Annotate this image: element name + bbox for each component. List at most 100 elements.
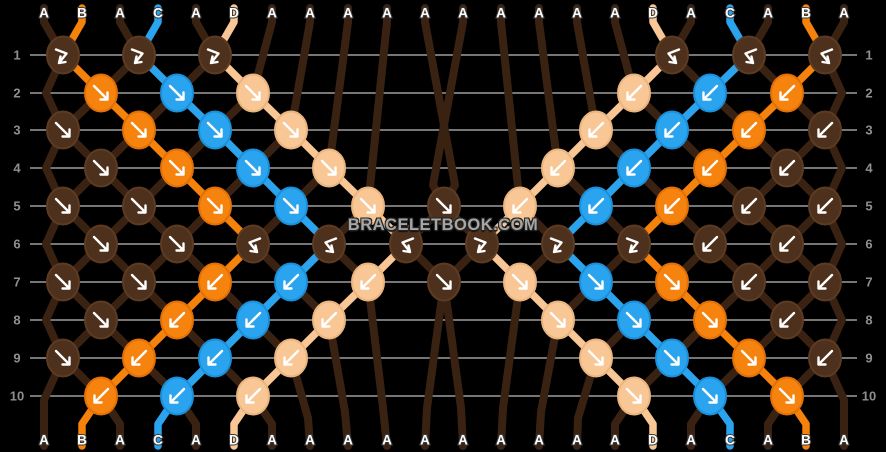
- knot-arrow-icon: [701, 387, 718, 404]
- string-label: A: [115, 6, 125, 21]
- knot-f-icon: [541, 300, 575, 340]
- knot-arrow-icon: [207, 349, 224, 366]
- knot-circle: [617, 224, 651, 264]
- string-label: A: [343, 433, 353, 448]
- knot-arrow-icon: [54, 349, 71, 366]
- knot-arrow-icon: [817, 121, 834, 138]
- knot-arrow-icon: [244, 159, 261, 176]
- knot-arrow-icon: [779, 235, 796, 252]
- knot-f-icon: [160, 73, 194, 113]
- knot-arrow-icon: [54, 197, 71, 214]
- knot-f-icon: [84, 300, 118, 340]
- knot-arrow-icon: [744, 48, 758, 65]
- string-label: A: [382, 6, 392, 21]
- knot-f-icon: [46, 262, 80, 302]
- knot-fb-icon: [122, 35, 156, 75]
- knot-arrow-icon: [667, 48, 681, 65]
- knot-b-icon: [579, 110, 613, 150]
- string-label: A: [763, 433, 773, 448]
- knot-circle: [389, 224, 423, 264]
- string-label: A: [39, 433, 49, 448]
- knot-b-icon: [808, 110, 842, 150]
- row-number: 10: [10, 389, 24, 404]
- knot-arrow-icon: [625, 387, 642, 404]
- knot-b-icon: [198, 338, 232, 378]
- string-hanging: [535, 316, 562, 450]
- row-number: 10: [862, 389, 876, 404]
- string-label: A: [839, 6, 849, 21]
- string-label: C: [725, 6, 735, 21]
- knot-arrow-icon: [625, 311, 642, 328]
- knot-arrow-icon: [168, 84, 185, 101]
- knot-f-icon: [84, 73, 118, 113]
- string-label: C: [153, 433, 163, 448]
- knot-arrow-icon: [779, 311, 796, 328]
- string-hanging: [249, 4, 276, 97]
- string-label: D: [648, 6, 658, 21]
- string-label: D: [229, 433, 239, 448]
- knot-arrow-icon: [820, 48, 834, 65]
- string-label: A: [763, 6, 773, 21]
- knot-arrow-icon: [817, 197, 834, 214]
- knot-f-icon: [693, 300, 727, 340]
- string-label: A: [191, 433, 201, 448]
- knot-fb-icon: [617, 224, 651, 264]
- knot-arrow-icon: [817, 349, 834, 366]
- string-label: A: [610, 6, 620, 21]
- knot-arrow-icon: [321, 311, 338, 328]
- row-number: 3: [13, 123, 20, 138]
- knot-arrow-icon: [779, 159, 796, 176]
- knot-arrow-icon: [92, 235, 109, 252]
- knot-arrow-icon: [244, 84, 261, 101]
- knot-b-icon: [808, 262, 842, 302]
- knot-arrow-icon: [130, 48, 144, 65]
- string-label: A: [496, 6, 506, 21]
- string-label: A: [610, 433, 620, 448]
- knot-b-icon: [732, 186, 766, 226]
- knot-arrow-icon: [92, 311, 109, 328]
- knot-arrow-icon: [169, 387, 186, 404]
- knot-f-icon: [617, 376, 651, 416]
- knot-arrow-icon: [206, 197, 223, 214]
- knot-arrow-icon: [245, 311, 262, 328]
- knot-f-icon: [236, 148, 270, 188]
- knot-arrow-icon: [282, 121, 299, 138]
- row-number: 4: [865, 161, 873, 176]
- knot-b-icon: [122, 338, 156, 378]
- knot-f-icon: [236, 73, 270, 113]
- knot-b-icon: [693, 224, 727, 264]
- knot-arrow-icon: [588, 121, 605, 138]
- knot-f-icon: [655, 262, 689, 302]
- knot-b-icon: [770, 73, 804, 113]
- knot-arrow-icon: [92, 159, 109, 176]
- knot-b-icon: [732, 262, 766, 302]
- knot-arrow-icon: [169, 311, 186, 328]
- knot-arrow-icon: [588, 197, 605, 214]
- knot-f-icon: [46, 338, 80, 378]
- knot-circle: [236, 224, 270, 264]
- string-hanging: [287, 354, 314, 450]
- knot-arrow-icon: [663, 273, 680, 290]
- knot-b-icon: [655, 110, 689, 150]
- knot-b-icon: [808, 186, 842, 226]
- knot-f-icon: [312, 148, 346, 188]
- string-hanging: [325, 4, 352, 172]
- row-number: 3: [865, 123, 872, 138]
- row-number: 6: [865, 237, 872, 252]
- knot-b-icon: [351, 262, 385, 302]
- knot-arrow-icon: [283, 349, 300, 366]
- knot-f-icon: [274, 110, 308, 150]
- string-hanging: [573, 4, 600, 134]
- knot-arrow-icon: [512, 197, 529, 214]
- knot-f-icon: [351, 186, 385, 226]
- knot-bf-icon: [808, 35, 842, 75]
- knot-arrow-icon: [283, 273, 300, 290]
- row-number: 8: [865, 313, 872, 328]
- knot-arrow-icon: [130, 121, 147, 138]
- knot-arrow-icon: [131, 349, 148, 366]
- row-number: 1: [865, 48, 872, 63]
- knot-arrow-icon: [92, 84, 109, 101]
- knot-arrow-icon: [360, 273, 377, 290]
- knot-arrow-icon: [779, 84, 796, 101]
